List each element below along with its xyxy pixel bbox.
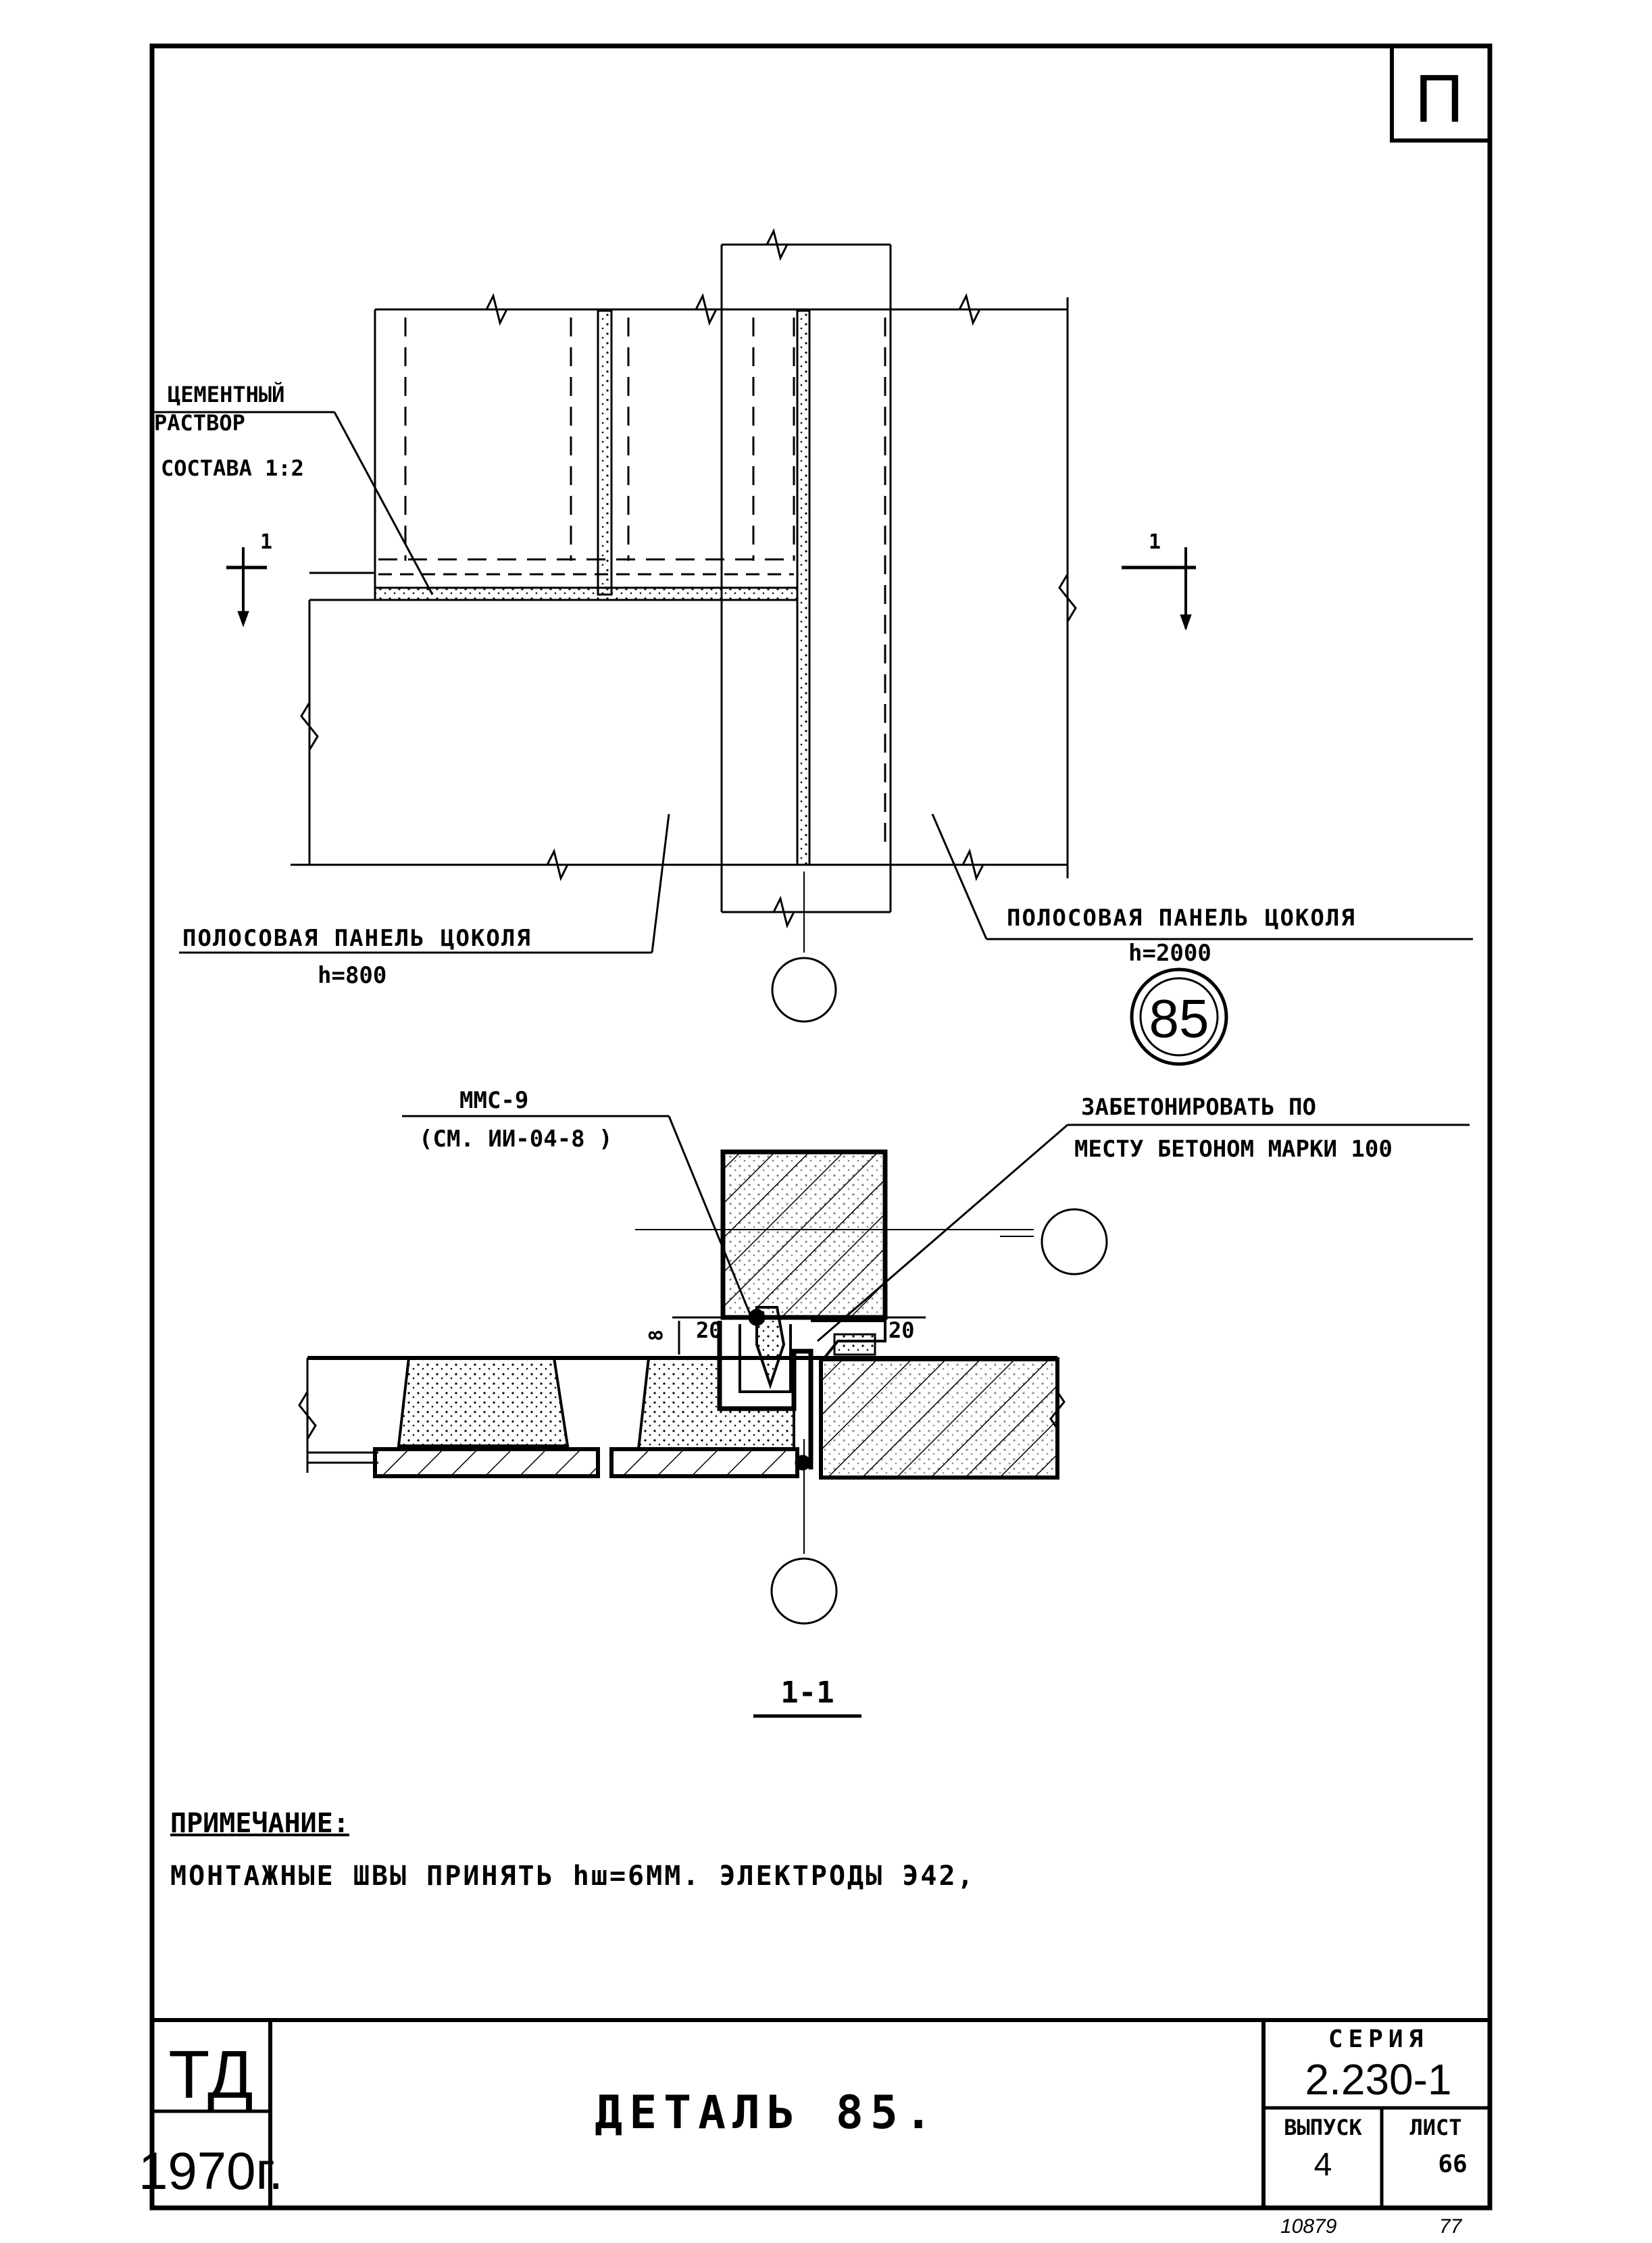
footer-left: 10879: [1280, 2215, 1337, 2238]
svg-text:1: 1: [260, 530, 272, 554]
dim-right: 20: [888, 1317, 915, 1343]
drawing-title: ДЕТАЛЬ 85.: [595, 2086, 938, 2140]
note-heading: ПРИМЕЧАНИЕ:: [170, 1808, 349, 1839]
label-mortar-1: ЦЕМЕНТНЫЙ: [168, 382, 284, 407]
svg-text:1-1: 1-1: [780, 1675, 834, 1710]
section-mark-left: 1: [226, 530, 272, 628]
section-title: 1-1: [753, 1675, 861, 1718]
title-org: ТД: [168, 2037, 253, 2113]
svg-text:1: 1: [1149, 530, 1161, 554]
label-mortar-3: СОСТАВА 1:2: [161, 455, 304, 481]
label-panel-left: ПОЛОСОВАЯ ПАНЕЛЬ ЦОКОЛЯ: [182, 925, 532, 952]
section-view: [298, 1115, 1470, 1625]
label-panel-right-h: h=2000: [1128, 940, 1211, 967]
issue-label: ВЫПУСК: [1284, 2115, 1362, 2140]
title-year: 1970г.: [139, 2141, 283, 2200]
detail-number-marker: 85: [1130, 967, 1228, 1066]
label-concrete-2: МЕСТУ БЕТОНОМ МАРКИ 100: [1074, 1136, 1393, 1163]
sheet-value: 66: [1438, 2150, 1467, 2178]
series-label: СЕРИЯ: [1328, 2025, 1428, 2053]
note-text: МОНТАЖНЫЕ ШВЫ ПРИНЯТЬ hш=6ММ. ЭЛЕКТРОДЫ …: [170, 1861, 976, 1892]
sheet-mark-box: П: [1390, 44, 1492, 143]
series-value: 2.230-1: [1305, 2055, 1451, 2104]
label-panel-right: ПОЛОСОВАЯ ПАНЕЛЬ ЦОКОЛЯ: [1007, 905, 1356, 932]
sheet-mark: П: [1415, 61, 1463, 136]
section-mark-right: 1: [1122, 530, 1196, 631]
footer-right: 77: [1439, 2215, 1463, 2238]
detail-number: 85: [1149, 988, 1209, 1049]
sheet-label: ЛИСТ: [1409, 2115, 1461, 2140]
label-mmc-ref: (СМ. ИИ-04-8 ): [419, 1126, 613, 1153]
label-concrete-1: ЗАБЕТОНИРОВАТЬ ПО: [1081, 1094, 1316, 1121]
label-mortar-2: РАСТВОР: [154, 410, 245, 436]
title-block: [152, 2018, 1490, 2208]
issue-value: 4: [1314, 2147, 1332, 2183]
dim-vertical: 8: [645, 1330, 667, 1341]
dim-left: 20: [696, 1317, 722, 1343]
label-panel-left-h: h=800: [318, 962, 386, 989]
label-mmc: ММС-9: [459, 1087, 528, 1114]
sheet-frame: [149, 43, 1493, 2211]
plan-view: [152, 228, 1473, 1023]
